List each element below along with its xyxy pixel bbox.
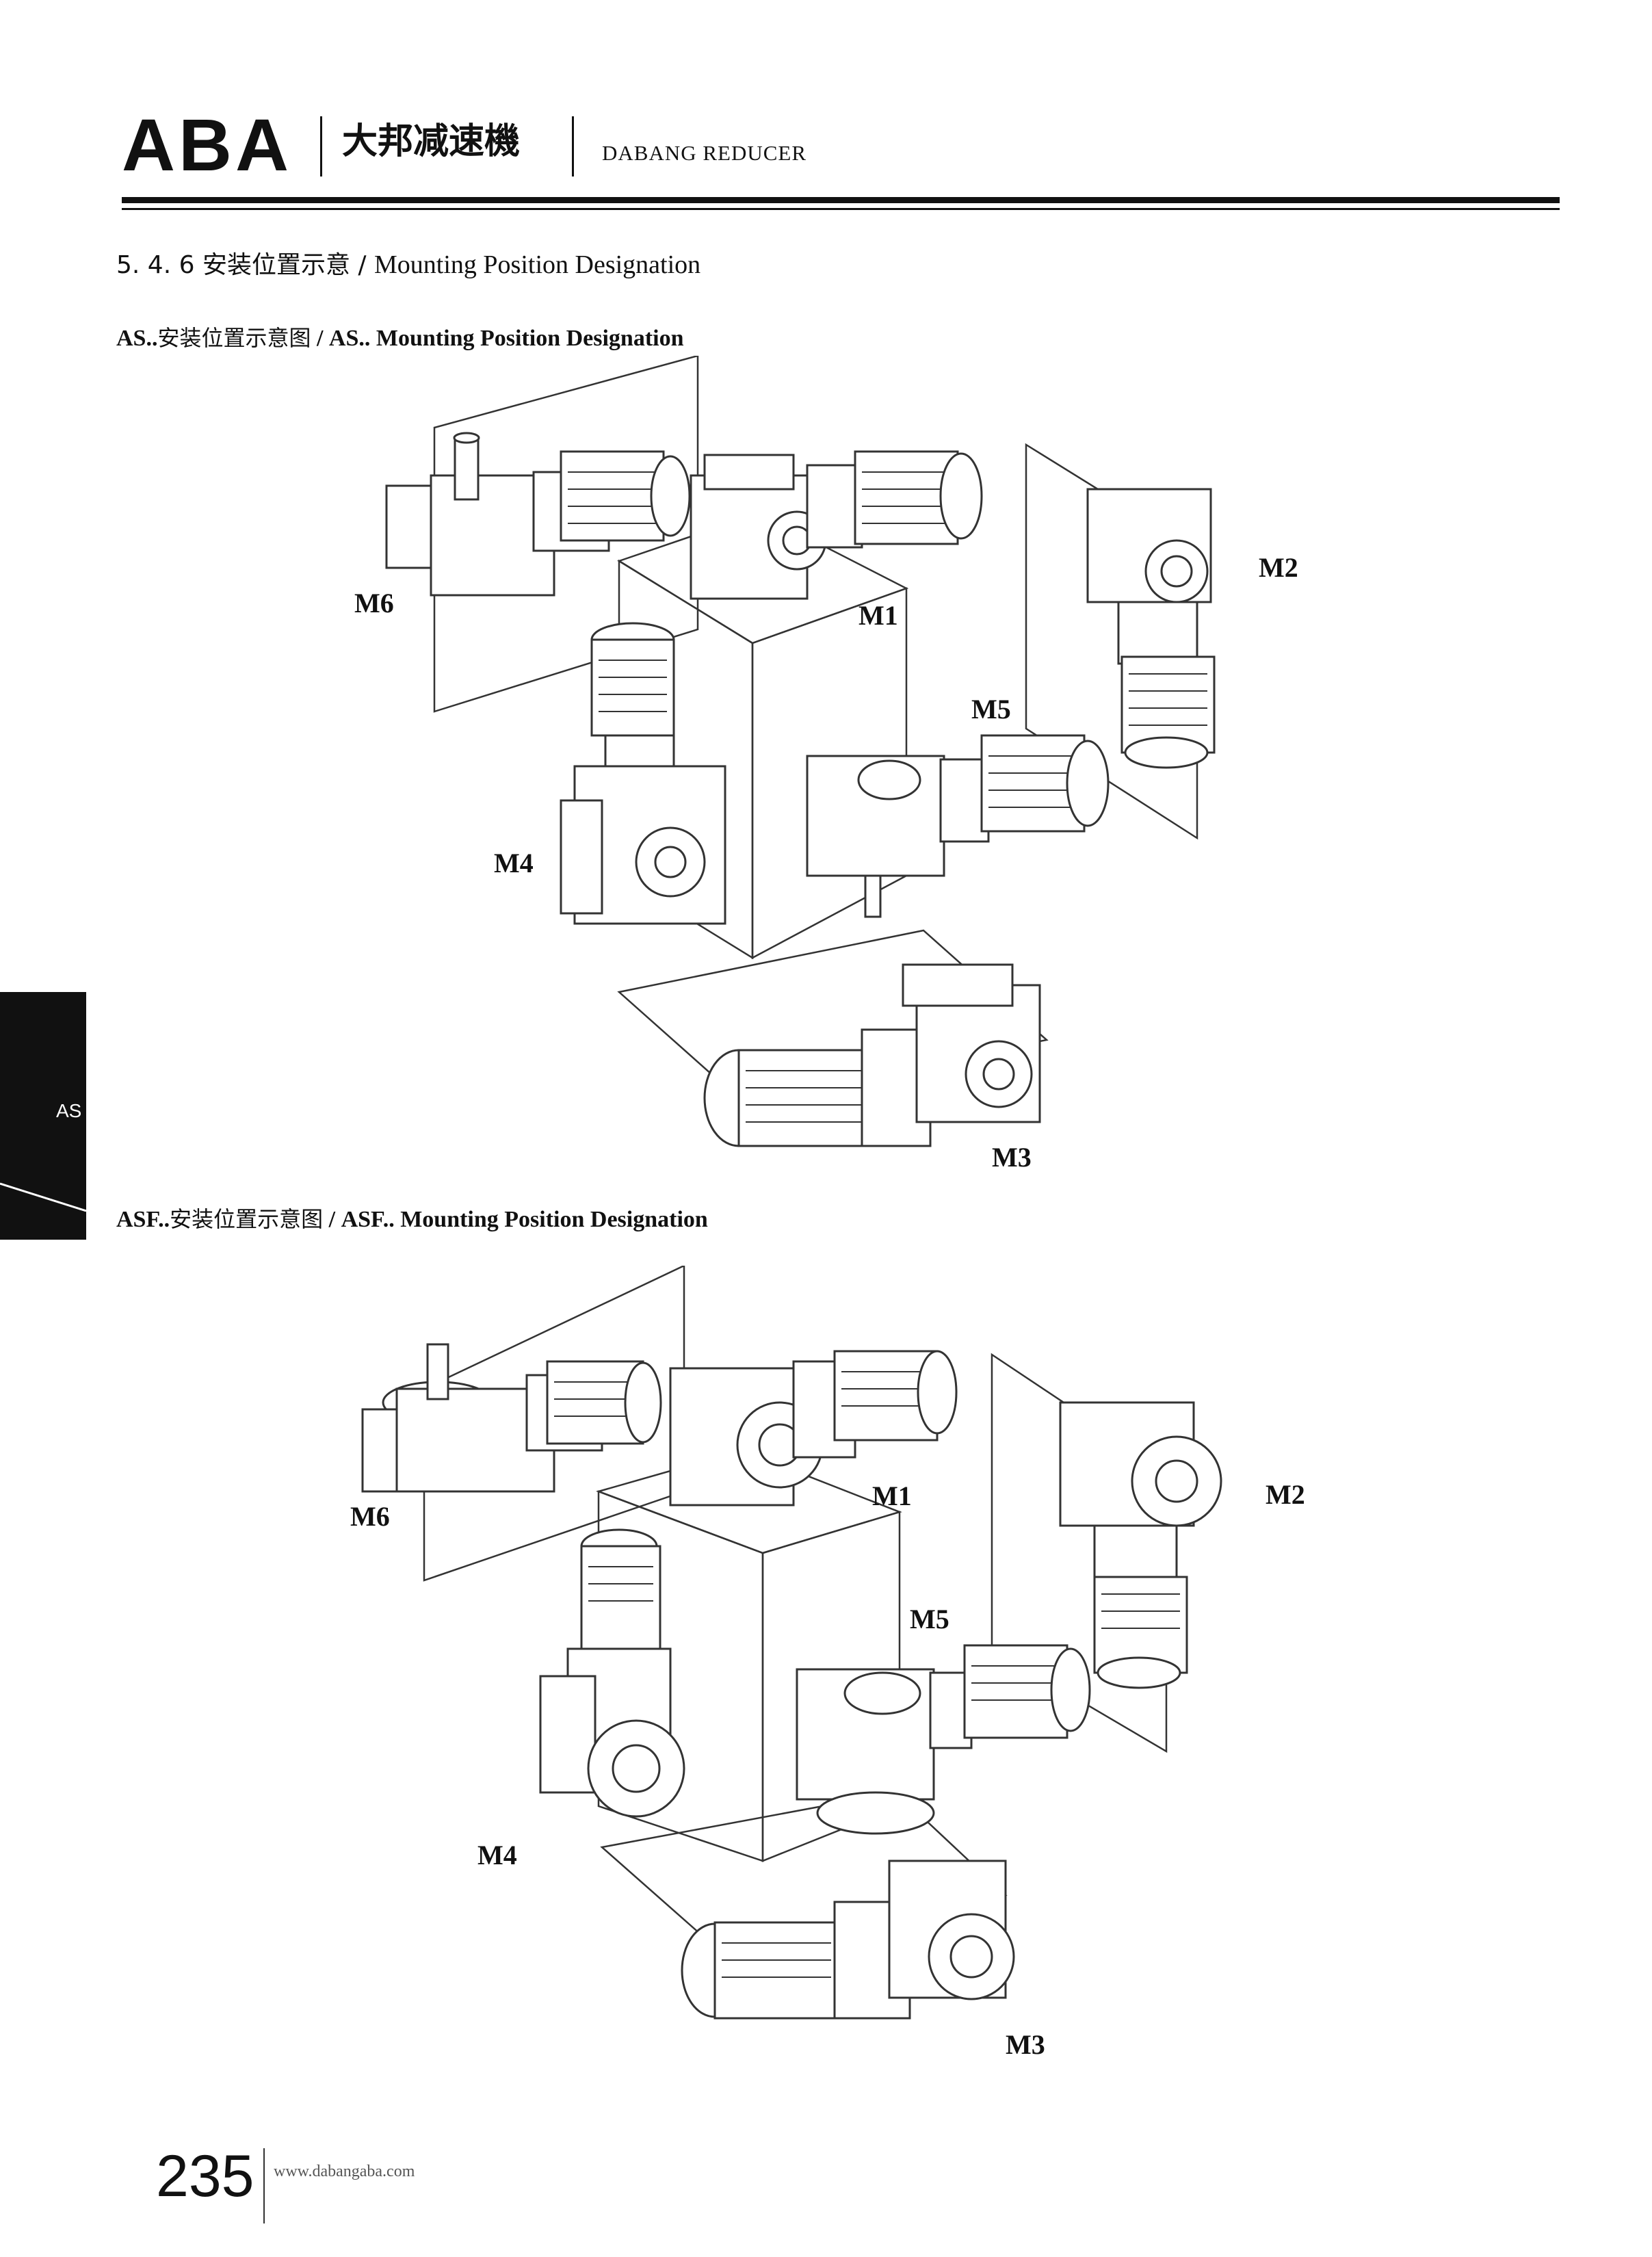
asf-label-m5: M5 bbox=[910, 1604, 949, 1634]
gear-unit-m3 bbox=[703, 963, 1041, 1147]
section-number: 5. 4. 6 bbox=[116, 251, 195, 279]
asf-diagram-heading: ASF..安装位置示意图 / ASF.. Mounting Position D… bbox=[116, 1206, 708, 1234]
as-label-m3: M3 bbox=[992, 1142, 1032, 1173]
asf-heading-cn: 安装位置示意图 bbox=[170, 1206, 324, 1232]
footer-divider bbox=[263, 2148, 265, 2223]
flange-unit-m1 bbox=[669, 1350, 958, 1506]
asf-label-m6: M6 bbox=[350, 1501, 390, 1532]
gear-unit-m6 bbox=[385, 432, 691, 597]
asf-label-m3: M3 bbox=[1006, 2029, 1045, 2060]
header-rule-thick bbox=[122, 197, 1560, 203]
as-mounting-diagram: M6 M1 M2 bbox=[287, 356, 1382, 1177]
as-diagram-svg: M6 M1 M2 bbox=[354, 356, 1298, 1173]
side-tab-label: AS bbox=[56, 1100, 82, 1121]
header-divider-1 bbox=[320, 116, 322, 177]
website-link[interactable]: www.dabangaba.com bbox=[274, 2163, 415, 2180]
page-number: 235 bbox=[156, 2143, 254, 2209]
as-heading-en: / AS.. Mounting Position Designation bbox=[316, 326, 684, 351]
side-tab-stripe bbox=[0, 1182, 86, 1212]
brand-name-en: DABANG REDUCER bbox=[602, 141, 807, 165]
flange-unit-m3 bbox=[681, 1860, 1015, 2020]
gear-unit-m4 bbox=[560, 622, 726, 925]
asf-heading-en: / ASF.. Mounting Position Designation bbox=[328, 1207, 708, 1232]
as-label-m5: M5 bbox=[971, 694, 1011, 725]
as-label-m1: M1 bbox=[858, 600, 898, 631]
section-title-en: Mounting Position Designation bbox=[374, 250, 701, 279]
m3-plane bbox=[617, 929, 1049, 1103]
flange-unit-m4 bbox=[539, 1528, 685, 1818]
brand-logo: ABA bbox=[122, 103, 292, 186]
asf-label-m1: M1 bbox=[872, 1480, 912, 1511]
flange-unit-m5 bbox=[796, 1644, 1091, 1835]
gear-unit-m2 bbox=[1086, 488, 1216, 769]
asf-heading-prefix: ASF.. bbox=[116, 1207, 170, 1232]
section-title-cn: 安装位置示意 bbox=[202, 251, 350, 279]
flange-unit-m6 bbox=[361, 1343, 662, 1493]
as-label-m4: M4 bbox=[494, 848, 534, 878]
section-separator: / bbox=[358, 251, 367, 279]
gear-unit-m5 bbox=[806, 734, 1110, 918]
as-heading-prefix: AS.. bbox=[116, 326, 158, 351]
header-divider-2 bbox=[572, 116, 574, 177]
as-label-m6: M6 bbox=[354, 588, 394, 618]
asf-label-m2: M2 bbox=[1266, 1479, 1305, 1510]
as-heading-cn: 安装位置示意图 bbox=[157, 325, 311, 351]
brand-name-cn: 大邦减速機 bbox=[342, 121, 521, 162]
as-diagram-heading: AS..安装位置示意图 / AS.. Mounting Position Des… bbox=[116, 325, 684, 353]
as-label-m2: M2 bbox=[1259, 552, 1298, 583]
flange-unit-m2 bbox=[1059, 1401, 1222, 1689]
section-side-tab bbox=[0, 992, 86, 1240]
header-rule-thin bbox=[122, 208, 1560, 210]
asf-label-m4: M4 bbox=[477, 1840, 517, 1870]
gear-unit-m1 bbox=[690, 450, 983, 600]
m6-plane bbox=[433, 356, 699, 713]
asf-mounting-diagram: M6 M1 M2 bbox=[287, 1266, 1382, 2073]
asf-diagram-svg: M6 M1 M2 bbox=[350, 1266, 1305, 2060]
section-heading: 5. 4. 6 安装位置示意 / Mounting Position Desig… bbox=[116, 250, 700, 281]
